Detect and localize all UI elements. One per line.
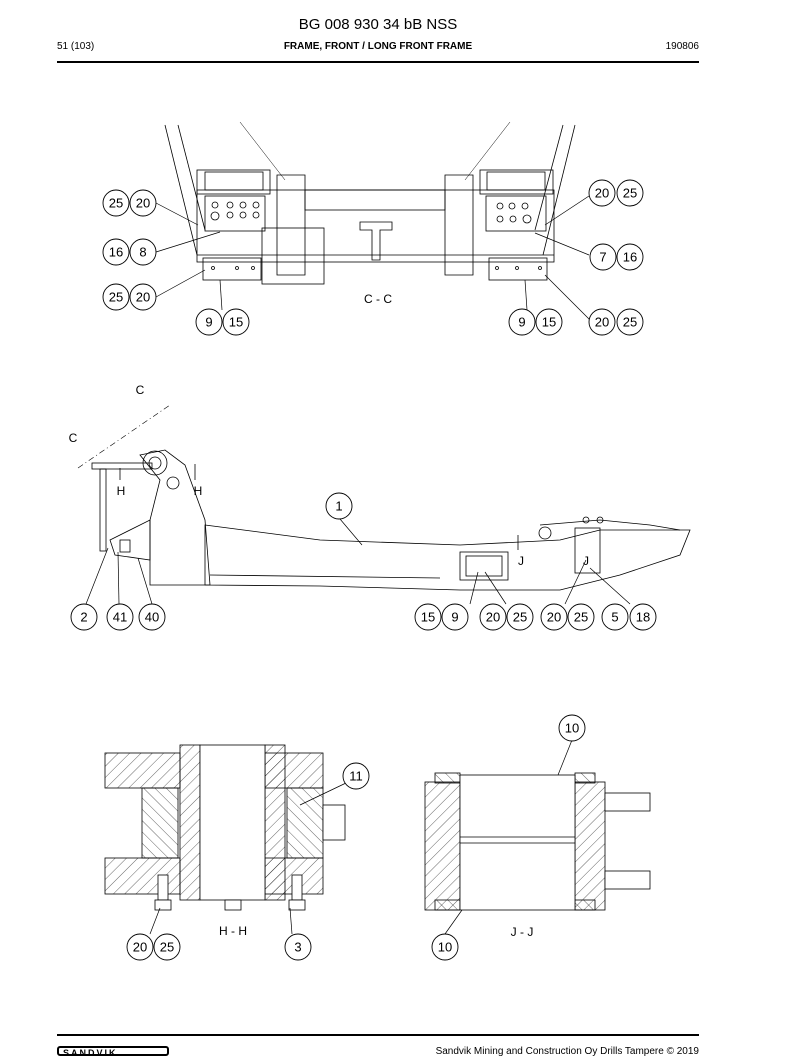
balloon-label: 20 bbox=[547, 610, 561, 625]
balloon-side-25: 25 bbox=[567, 603, 595, 631]
balloon-cc-16: 16 bbox=[616, 243, 644, 271]
section-h-right: H bbox=[194, 484, 203, 498]
balloon-cc-7: 7 bbox=[589, 243, 617, 271]
balloon-detail-11: 11 bbox=[342, 762, 370, 790]
balloon-label: 20 bbox=[136, 290, 150, 305]
balloon-label: 25 bbox=[109, 196, 123, 211]
balloon-label: 41 bbox=[113, 610, 127, 625]
balloon-label: 9 bbox=[518, 315, 525, 330]
section-c-top: C bbox=[136, 383, 145, 397]
side-leaders bbox=[85, 518, 631, 605]
balloon-label: 15 bbox=[421, 610, 435, 625]
footer-rule bbox=[57, 1034, 699, 1036]
balloon-label: 10 bbox=[438, 940, 452, 955]
balloon-label: 11 bbox=[349, 769, 363, 784]
balloon-label: 18 bbox=[636, 610, 650, 625]
balloon-label: 8 bbox=[139, 245, 146, 260]
balloon-layer: 25 20 16 8 25 20 9 15 20 25 7 16 9 15 20 25 1 2 41 40 15 9 20 2… bbox=[70, 179, 657, 961]
sandvik-logo: SANDVIK bbox=[57, 1046, 169, 1056]
section-j-right: J bbox=[583, 554, 589, 568]
balloon-cc-25: 25 bbox=[616, 308, 644, 336]
balloon-label: 15 bbox=[229, 315, 243, 330]
section-j-left: J bbox=[518, 554, 524, 568]
balloon-side-15: 15 bbox=[414, 603, 442, 631]
balloon-label: 25 bbox=[574, 610, 588, 625]
balloon-label: 3 bbox=[294, 940, 301, 955]
header-rule bbox=[57, 61, 699, 63]
balloon-side-9: 9 bbox=[441, 603, 469, 631]
balloon-detail-3: 3 bbox=[284, 933, 312, 961]
balloon-cc-25: 25 bbox=[616, 179, 644, 207]
balloon-label: 20 bbox=[486, 610, 500, 625]
balloon-side-41: 41 bbox=[106, 603, 134, 631]
balloon-label: 9 bbox=[205, 315, 212, 330]
balloon-side-18: 18 bbox=[629, 603, 657, 631]
balloon-cc-20: 20 bbox=[129, 189, 157, 217]
balloon-label: 16 bbox=[109, 245, 123, 260]
balloon-label: 2 bbox=[80, 610, 87, 625]
balloon-label: 25 bbox=[623, 186, 637, 201]
balloon-side-20: 20 bbox=[540, 603, 568, 631]
section-title: FRAME, FRONT / LONG FRONT FRAME bbox=[283, 41, 473, 52]
balloon-label: 20 bbox=[595, 315, 609, 330]
balloon-label: 10 bbox=[565, 721, 579, 736]
balloon-label: 20 bbox=[133, 940, 147, 955]
balloon-cc-20: 20 bbox=[588, 308, 616, 336]
balloon-label: 5 bbox=[611, 610, 618, 625]
balloon-label: 25 bbox=[160, 940, 174, 955]
balloon-label: 40 bbox=[145, 610, 159, 625]
balloon-detail-20: 20 bbox=[126, 933, 154, 961]
date-code: 190806 bbox=[665, 41, 699, 52]
section-h-left: H bbox=[117, 484, 126, 498]
jj-view-label: J - J bbox=[511, 925, 534, 939]
balloon-side-25: 25 bbox=[506, 603, 534, 631]
view-cc bbox=[164, 121, 576, 285]
jj-leaders bbox=[444, 739, 573, 935]
balloon-cc-25: 25 bbox=[102, 189, 130, 217]
page-number: 51 (103) bbox=[57, 41, 95, 52]
view-jj bbox=[424, 772, 651, 911]
balloon-label: 7 bbox=[599, 250, 606, 265]
balloon-detail-25: 25 bbox=[153, 933, 181, 961]
balloon-cc-20: 20 bbox=[129, 283, 157, 311]
balloon-cc-25: 25 bbox=[102, 283, 130, 311]
hh-view-label: H - H bbox=[219, 924, 247, 938]
balloon-label: 20 bbox=[136, 196, 150, 211]
balloon-cc-15: 15 bbox=[222, 308, 250, 336]
footer-copyright: Sandvik Mining and Construction Oy Drill… bbox=[435, 1046, 699, 1057]
balloon-detail-10: 10 bbox=[558, 714, 586, 742]
document-id: BG 008 930 34 bB NSS bbox=[298, 16, 458, 33]
balloon-cc-8: 8 bbox=[129, 238, 157, 266]
balloon-label: 9 bbox=[451, 610, 458, 625]
balloon-label: 25 bbox=[623, 315, 637, 330]
balloon-side-5: 5 bbox=[601, 603, 629, 631]
balloon-label: 1 bbox=[335, 499, 342, 514]
balloon-label: 25 bbox=[109, 290, 123, 305]
view-hh bbox=[104, 744, 346, 911]
balloon-label: 16 bbox=[623, 250, 637, 265]
hh-leaders bbox=[149, 782, 347, 935]
balloon-side-1: 1 bbox=[325, 492, 353, 520]
view-side bbox=[77, 404, 691, 591]
balloon-label: 25 bbox=[513, 610, 527, 625]
cc-view-label: C - C bbox=[364, 292, 392, 306]
balloon-detail-10: 10 bbox=[431, 933, 459, 961]
balloon-side-40: 40 bbox=[138, 603, 166, 631]
balloon-cc-9: 9 bbox=[508, 308, 536, 336]
balloon-cc-20: 20 bbox=[588, 179, 616, 207]
balloon-label: 20 bbox=[595, 186, 609, 201]
balloon-cc-15: 15 bbox=[535, 308, 563, 336]
cc-leaders bbox=[155, 195, 591, 321]
balloon-cc-16: 16 bbox=[102, 238, 130, 266]
balloon-label: 15 bbox=[542, 315, 556, 330]
balloon-side-2: 2 bbox=[70, 603, 98, 631]
balloon-side-20: 20 bbox=[479, 603, 507, 631]
balloon-cc-9: 9 bbox=[195, 308, 223, 336]
section-c-left: C bbox=[69, 431, 78, 445]
